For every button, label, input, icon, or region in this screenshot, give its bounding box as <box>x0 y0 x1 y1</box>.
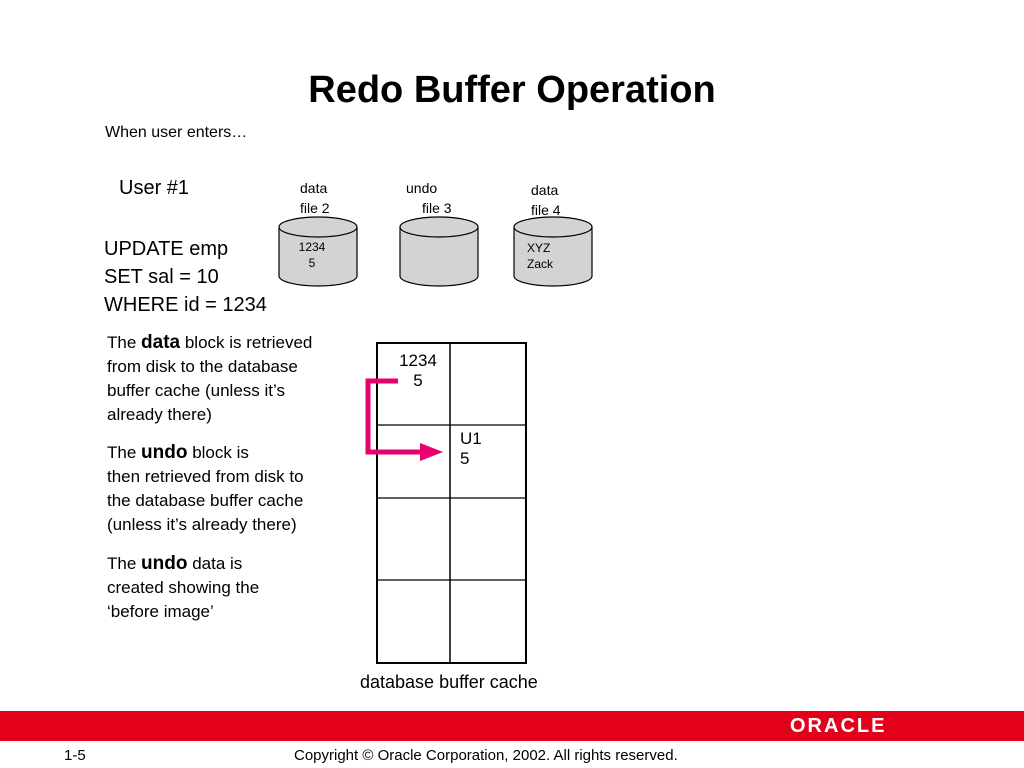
cache-undo-block: U1 5 <box>460 429 482 468</box>
datafile-2-cylinder <box>278 216 358 287</box>
cache-data-block: 1234 5 <box>399 351 437 390</box>
datafile-cylinders <box>278 216 593 287</box>
datafile-2-content: 1234 5 <box>298 240 326 270</box>
oracle-logo: ORACLE <box>790 715 887 737</box>
user-label: User #1 <box>119 177 190 199</box>
copyright: Copyright © Oracle Corporation, 2002. Al… <box>294 747 678 764</box>
step-undo-data: The undo data is created showing the ‘be… <box>107 553 260 621</box>
sql-line: SET sal = 10 <box>104 266 219 288</box>
datafile-4-content: XYZ Zack <box>527 241 554 271</box>
sql-line: UPDATE emp <box>104 238 229 260</box>
step-data-block: The data block is retrieved from disk to… <box>107 332 313 424</box>
intro-text: When user enters… <box>105 124 248 141</box>
datafile-2-label: data file 2 <box>300 180 330 216</box>
undofile-3-cylinder <box>399 216 479 287</box>
datafile-4-cylinder <box>513 216 593 287</box>
cache-label: database buffer cache <box>360 672 538 692</box>
sql-statement: UPDATE emp SET sal = 10 WHERE id = 1234 <box>104 235 267 319</box>
page-title: Redo Buffer Operation <box>308 69 716 111</box>
brand-bar <box>0 711 1024 741</box>
datafile-4-label: data file 4 <box>531 182 561 218</box>
step-undo-block: The undo block is then retrieved from di… <box>107 442 304 534</box>
sql-line: WHERE id = 1234 <box>104 294 267 316</box>
page-number: 1-5 <box>64 747 86 764</box>
undofile-3-label: undo file 3 <box>406 180 452 216</box>
buffer-cache-grid <box>365 342 527 664</box>
copy-arrow <box>365 378 443 461</box>
